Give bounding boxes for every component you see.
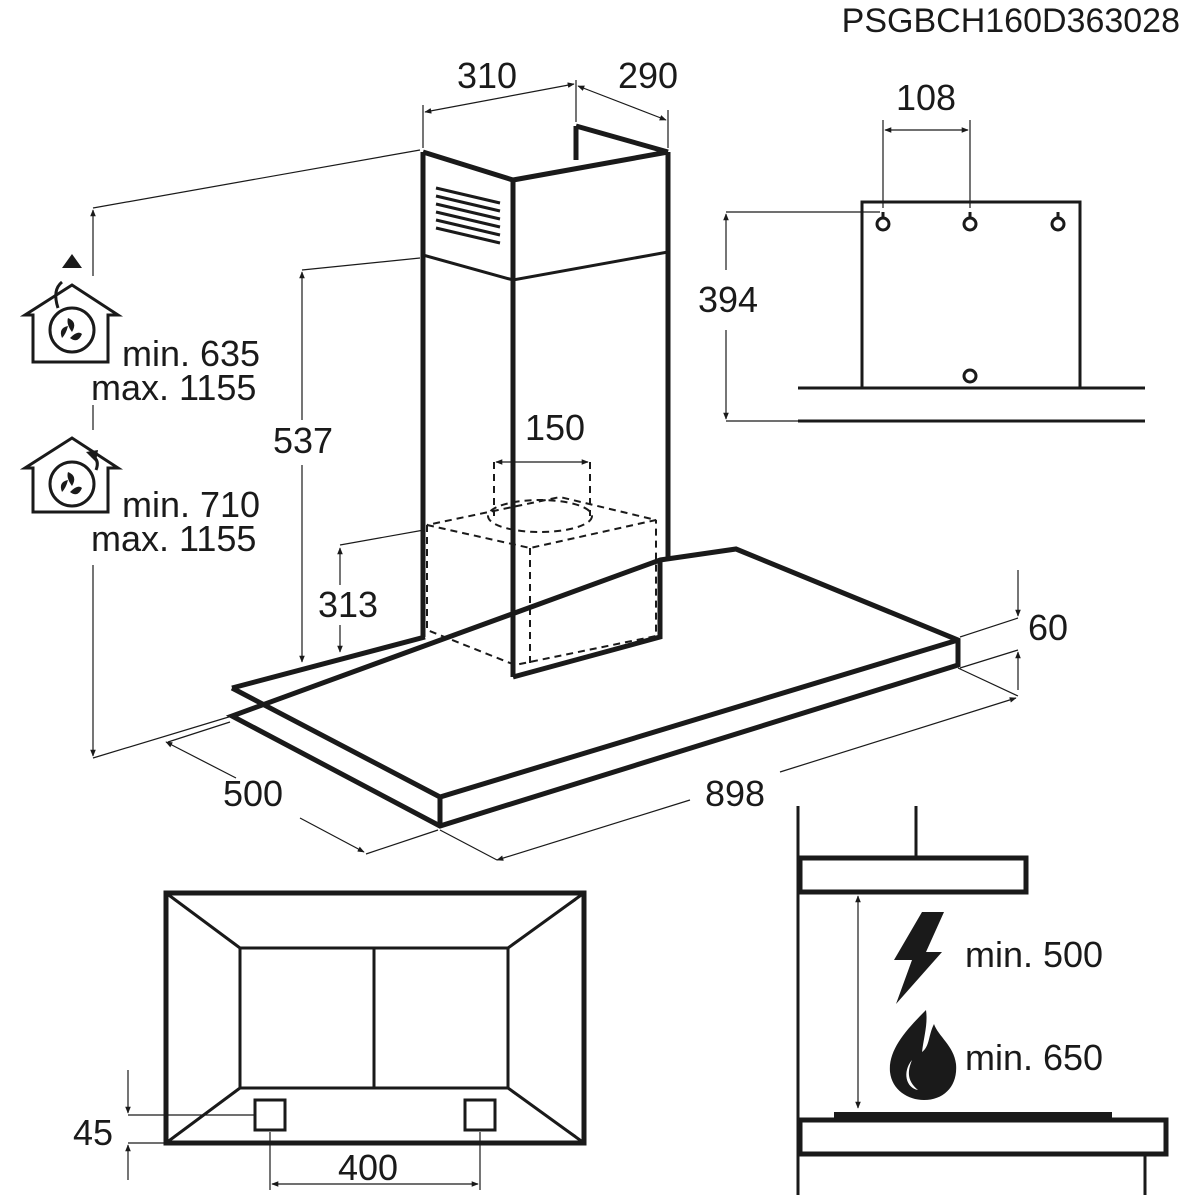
dim-outlet-diameter: 150 — [525, 407, 585, 448]
flame-icon — [889, 1010, 957, 1100]
recirculation-icon — [19, 436, 124, 514]
recirculation-mode: min. 710 max. 1155 — [19, 436, 260, 559]
dim-hood-thickness: 60 — [1028, 607, 1068, 648]
filter-box-dashed — [426, 462, 657, 667]
ducted-mode: min. 635 max. 1155 — [19, 254, 260, 408]
dim-hood-depth: 500 — [223, 773, 283, 814]
ducted-extraction-icon — [19, 254, 124, 364]
electric-clearance: min. 500 — [965, 934, 1103, 975]
bracket-view: 108 394 — [698, 77, 1145, 423]
dim-bottom-spacing: 400 — [338, 1147, 398, 1188]
ducted-max: max. 1155 — [91, 367, 256, 408]
recirculation-min: min. 710 — [122, 484, 260, 525]
lightning-icon — [894, 912, 944, 1004]
keyhole-slot — [875, 212, 1066, 232]
dim-hood-width: 898 — [705, 773, 765, 814]
ducted-min: min. 635 — [122, 333, 260, 374]
dim-bottom-offset: 45 — [73, 1112, 113, 1153]
vent-slots — [435, 186, 501, 245]
bottom-view: 45 400 — [73, 890, 587, 1190]
dim-filter-box-height: 313 — [318, 584, 378, 625]
clearance-view: min. 500 min. 650 — [796, 806, 1169, 1195]
dim-bracket-height: 394 — [698, 279, 758, 320]
dim-chimney-depth: 290 — [618, 55, 678, 96]
recirculation-max: max. 1155 — [91, 518, 256, 559]
hood-perspective — [225, 123, 961, 829]
model-code: PSGBCH160D363028 — [842, 2, 1180, 40]
dim-chimney-lower: 537 — [273, 420, 333, 461]
dim-bracket-spacing: 108 — [896, 77, 956, 118]
dim-chimney-width: 310 — [457, 55, 517, 96]
gas-clearance: min. 650 — [965, 1037, 1103, 1078]
main-dimensions: 310 290 537 150 313 60 500 — [90, 55, 1068, 861]
